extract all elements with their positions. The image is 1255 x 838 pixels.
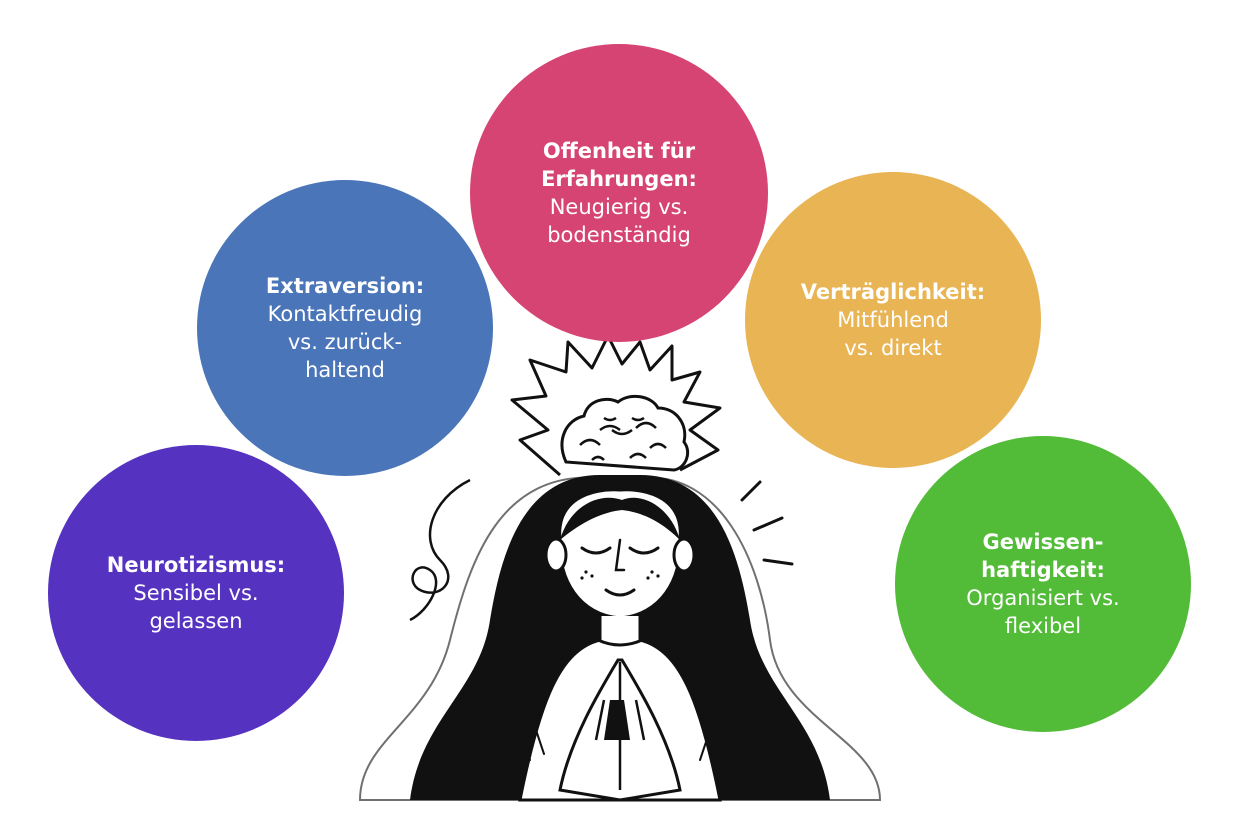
trait-description: Mitfühlend vs. direkt (837, 308, 949, 360)
trait-vertraeglichkeit: Verträglichkeit: Mitfühlend vs. direkt (745, 172, 1041, 468)
trait-title: Extraversion: (265, 274, 425, 298)
trait-description: Sensibel vs. gelassen (133, 581, 259, 633)
trait-extraversion: Extraversion: Kontaktfreudig vs. zurück-… (197, 180, 493, 476)
trait-offenheit: Offenheit für Erfahrungen: Neugierig vs.… (470, 44, 768, 342)
trait-title: Neurotizismus: (106, 553, 286, 577)
trait-title: Gewissen- haftigkeit: (981, 530, 1105, 582)
trait-description: Organisiert vs. flexibel (966, 586, 1120, 638)
trait-title: Verträglichkeit: (800, 280, 986, 304)
trait-neurotizismus: Neurotizismus: Sensibel vs. gelassen (48, 445, 344, 741)
trait-title: Offenheit für Erfahrungen: (541, 139, 697, 191)
trait-description: Kontaktfreudig vs. zurück- haltend (267, 302, 423, 382)
trait-gewissenhaftigkeit: Gewissen- haftigkeit: Organisiert vs. fl… (895, 436, 1191, 732)
trait-description: Neugierig vs. bodenständig (547, 195, 691, 247)
